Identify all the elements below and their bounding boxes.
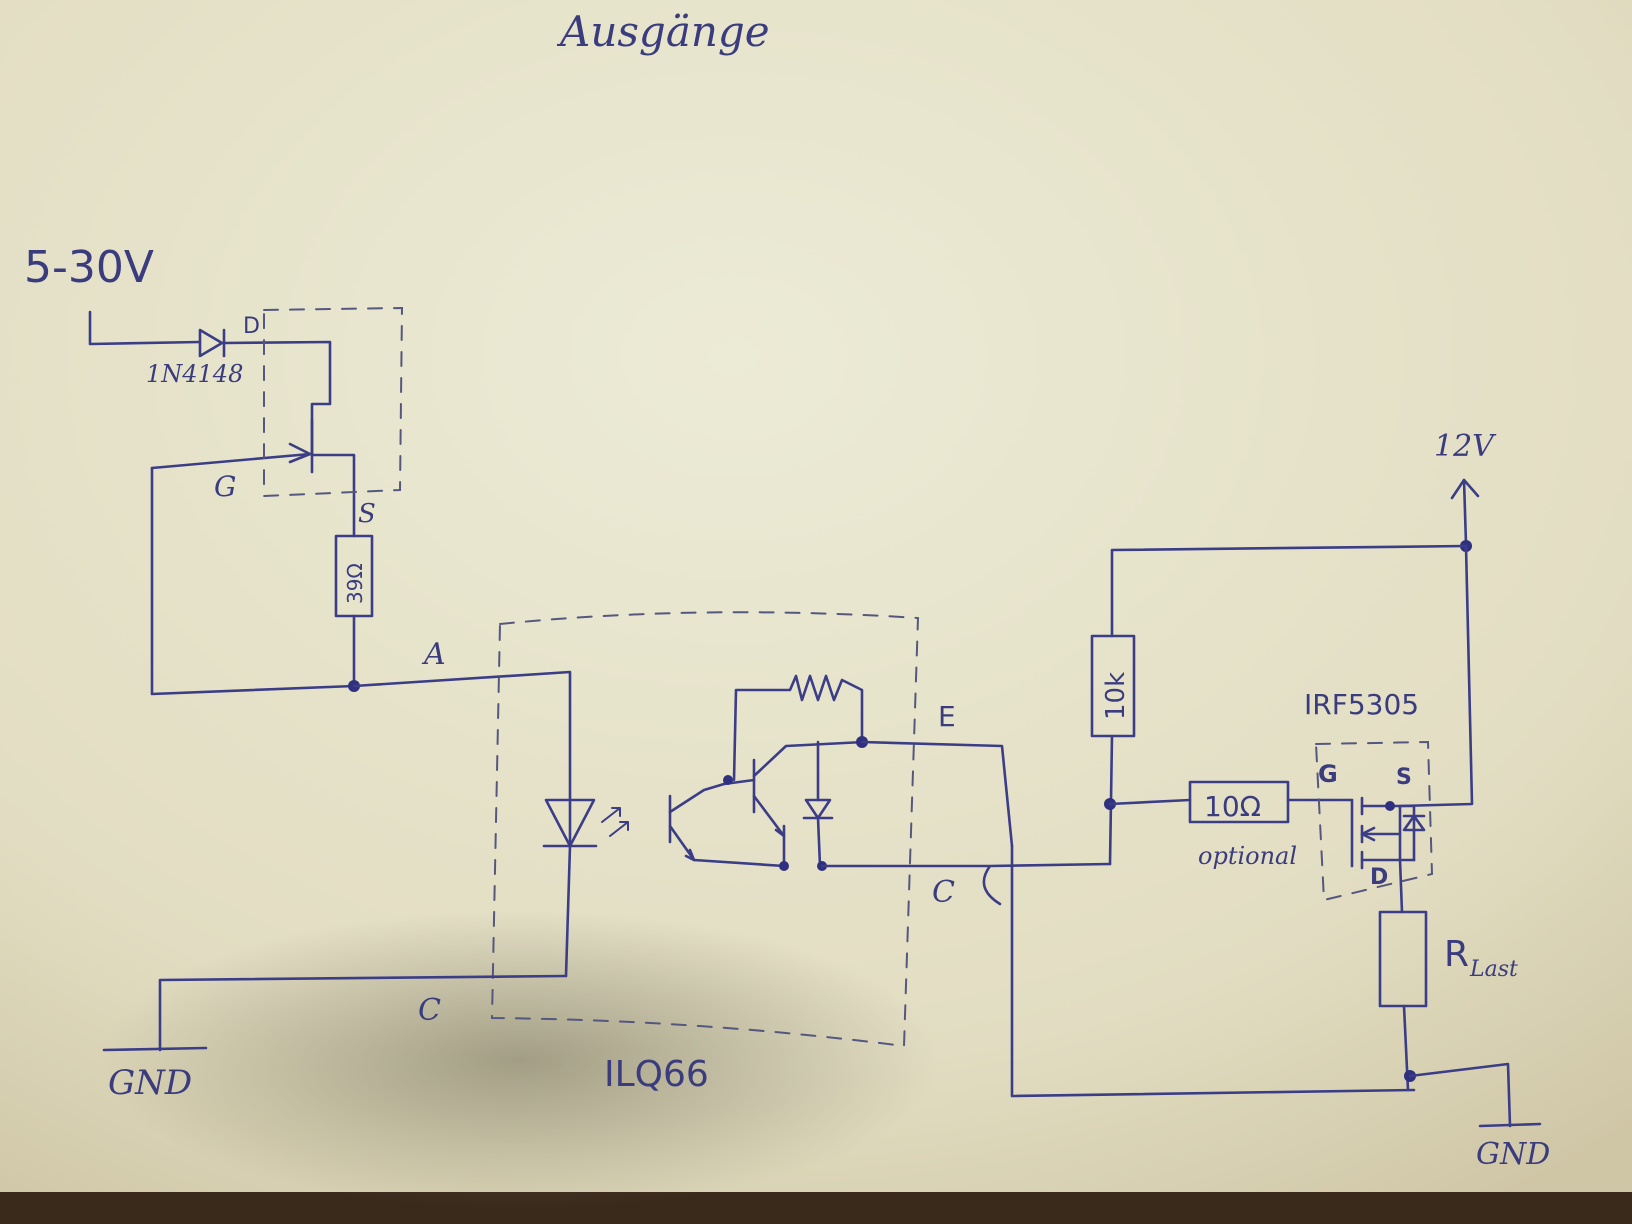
pullup-resistor-label: 10k [1101, 672, 1131, 720]
mosfet-gate-label: G [1318, 760, 1338, 788]
collector-wire [820, 862, 1112, 906]
top-rail-wire [1110, 544, 1468, 638]
mosfet-source-label: S [1396, 765, 1412, 790]
source-resistor-label: 39Ω [343, 563, 367, 604]
table-surface [0, 1192, 1632, 1224]
load-resistor-label: R Last [1444, 934, 1518, 982]
anode-wire [352, 670, 572, 802]
ground-rail-wire [1010, 844, 1416, 1098]
cathode-wire [158, 974, 568, 1052]
jfet-source-label: S [358, 499, 376, 529]
jfet-package-outline [263, 306, 404, 498]
jfet-gate-label: G [214, 470, 236, 503]
load-resistor-subscript: Last [1469, 957, 1518, 982]
supply-12v-label: 12V [1434, 429, 1497, 464]
source-rail-wire [1398, 544, 1474, 808]
gnd-left-label: GND [108, 1063, 192, 1103]
supply-voltage-label: 5-30V [24, 242, 154, 293]
opto-led [542, 798, 629, 978]
page-title: Ausgänge [556, 7, 770, 56]
gnd-left-symbol [102, 1046, 208, 1052]
emitter-wire [860, 740, 1014, 848]
opto-part-label: ILQ66 [604, 1054, 709, 1095]
jfet-transistor [150, 418, 356, 538]
supply-input-wire [88, 310, 202, 346]
gate-resistor-label: 10Ω [1204, 790, 1261, 823]
opto-anode-label: A [421, 637, 446, 672]
gnd-right-label: GND [1476, 1137, 1550, 1172]
mosfet-transistor [1350, 796, 1426, 914]
diode-part-label: 1N4148 [146, 360, 243, 388]
svg-text:R: R [1444, 934, 1469, 975]
hand-shadow [100, 910, 940, 1210]
gate-return-wire [150, 466, 356, 696]
gnd-right-symbol [1478, 1122, 1542, 1128]
opto-darlington [668, 674, 868, 871]
mosfet-part-label: IRF5305 [1304, 688, 1419, 721]
gate-resistor [1188, 780, 1290, 824]
opto-collector-label: C [932, 875, 955, 910]
ground-right-wire [1408, 1062, 1512, 1128]
mosfet-package-outline [1314, 740, 1434, 902]
mosfet-drain-label: D [1370, 865, 1388, 890]
optocoupler-package-outline [490, 611, 920, 1048]
gate-resistor-lead [1108, 798, 1192, 806]
opto-cathode-label: C [418, 993, 441, 1028]
jfet-drain-label: D [243, 314, 260, 339]
opto-emitter-label: E [938, 700, 956, 733]
gate-resistor-note: optional [1198, 842, 1297, 870]
supply-12v-arrow [1450, 478, 1480, 546]
